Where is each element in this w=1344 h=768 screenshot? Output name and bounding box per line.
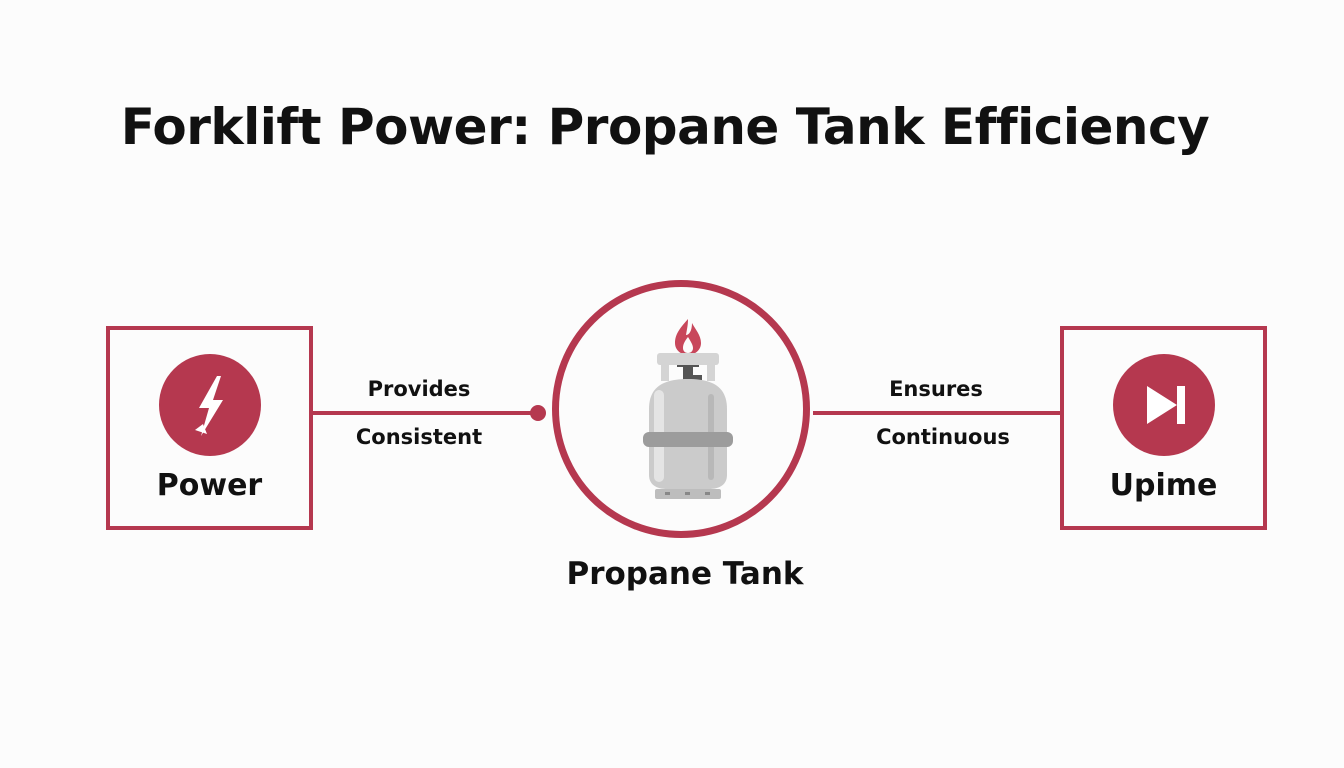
propane-tank-label: Propane Tank [566, 556, 804, 592]
power-node: Power [106, 326, 313, 530]
diagram-title: Forklift Power: Propane Tank Efficiency [120, 98, 1210, 156]
propane-tank-node [552, 280, 810, 538]
lightning-bolt-icon [158, 354, 261, 456]
connector-left [313, 411, 537, 415]
edge-label-provides: Provides [367, 377, 471, 401]
uptime-label: Upime [1109, 468, 1218, 503]
edge-label-ensures: Ensures [889, 377, 983, 401]
edge-label-continuous: Continuous [876, 425, 1010, 449]
connector-right [813, 411, 1060, 415]
skip-forward-icon [1112, 354, 1215, 456]
power-label: Power [156, 468, 263, 503]
connector-dot [530, 405, 546, 421]
edge-label-consistent: Consistent [355, 425, 483, 449]
propane-tank-icon [643, 319, 733, 499]
uptime-node: Upime [1060, 326, 1267, 530]
